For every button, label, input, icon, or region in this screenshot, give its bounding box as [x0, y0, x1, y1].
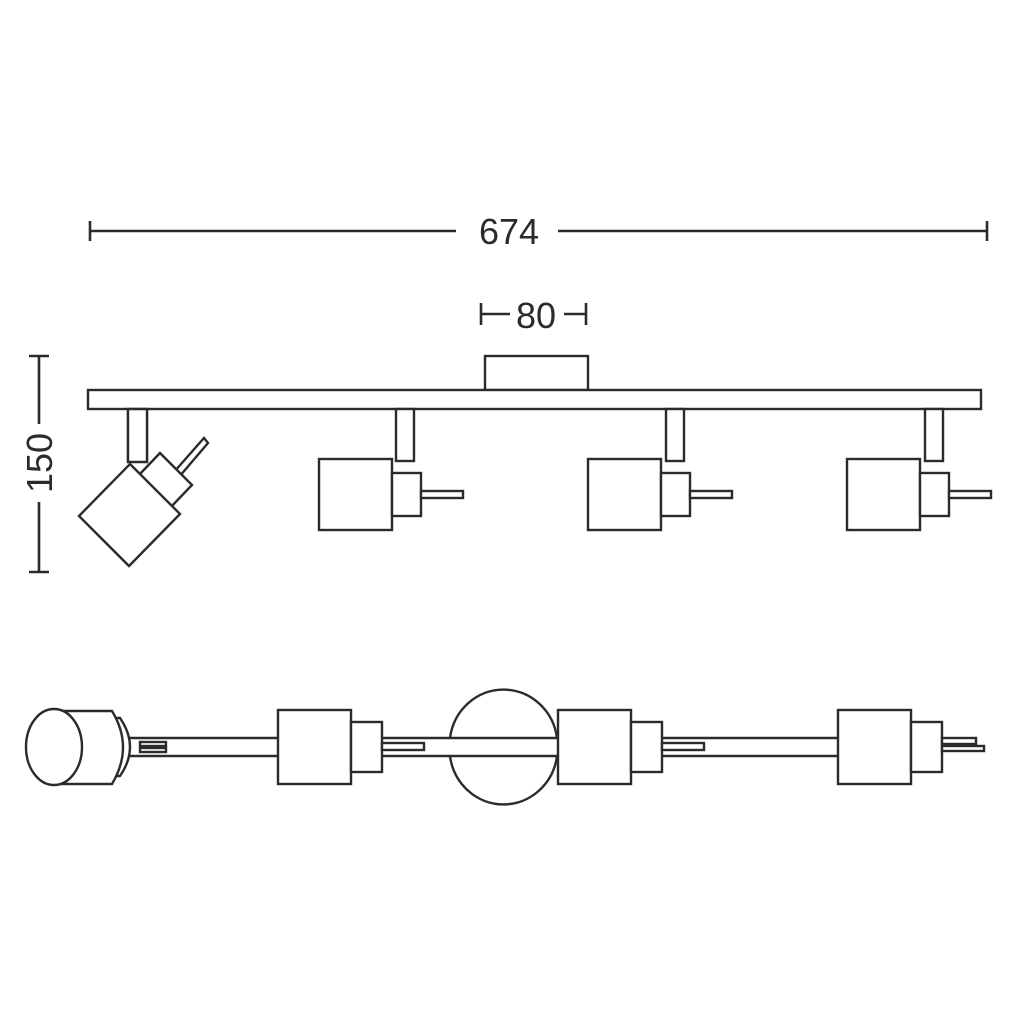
total-width-dimension: 674 [88, 211, 989, 252]
mounting-bar [86, 388, 983, 411]
spotlight-end-top [24, 707, 168, 787]
height-label: 150 [19, 433, 60, 493]
spotlight-upright [586, 407, 734, 532]
spotlight-upright [317, 407, 465, 532]
top-view [24, 688, 986, 806]
height-dimension: 150 [19, 354, 60, 574]
spotlight-end-shade [24, 707, 84, 787]
spotlight-top [556, 708, 706, 786]
mount-width-label: 80 [516, 295, 556, 336]
spotlight-tilted [77, 407, 210, 568]
mount-width-dimension: 80 [479, 295, 588, 336]
spotlight-upright [845, 407, 993, 532]
total-width-label: 674 [479, 211, 539, 252]
spotlight-shade [77, 462, 182, 568]
spotlight-top [836, 708, 986, 786]
spotlight-top [276, 708, 426, 786]
ceiling-mount-round [448, 688, 559, 739]
ceiling-mount-plate [483, 354, 590, 392]
front-view [77, 354, 993, 568]
